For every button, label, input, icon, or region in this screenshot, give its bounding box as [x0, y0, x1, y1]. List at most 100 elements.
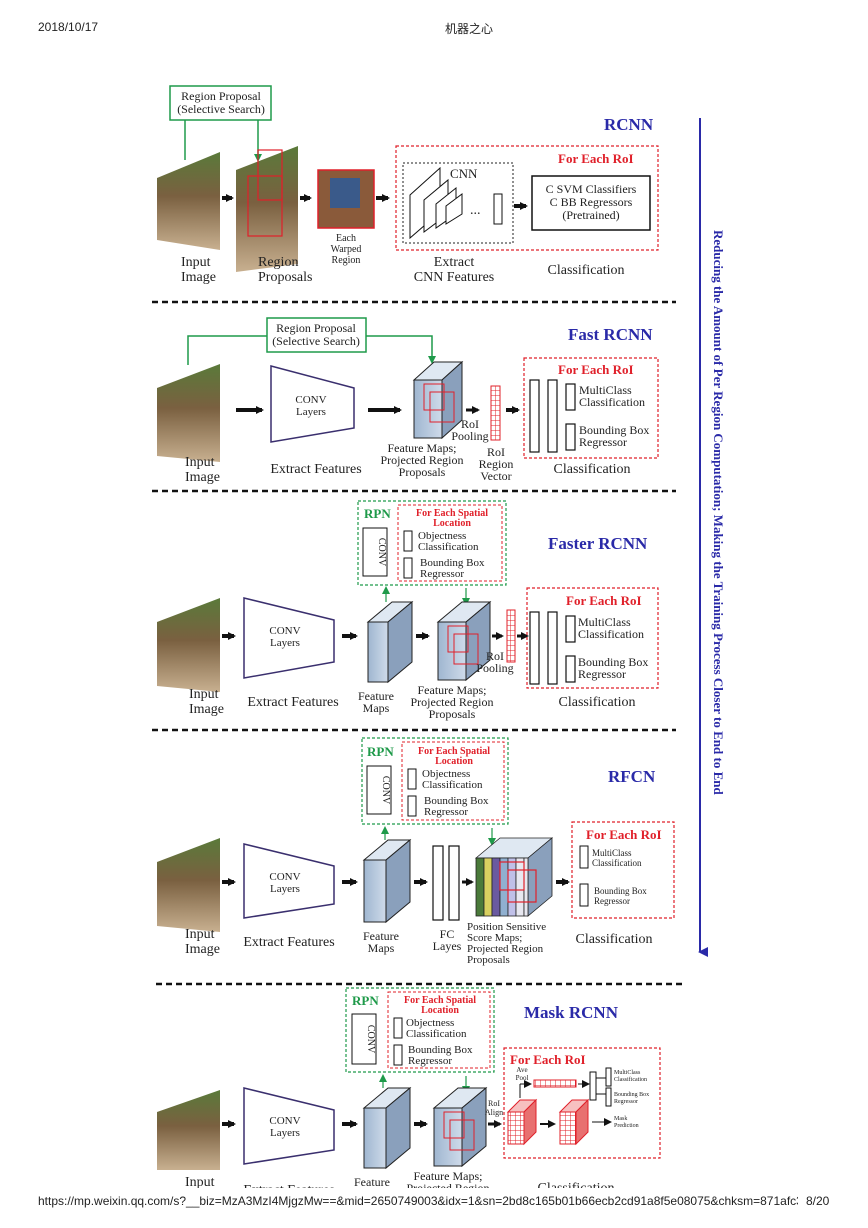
- section-rfcn: RFCN RPN CONV For Each Spatial Location …: [157, 737, 675, 966]
- mask-rcnn-bb2-label-2: Regressor: [614, 1099, 638, 1105]
- rcnn-warped-label-2: Warped: [331, 244, 362, 255]
- faster-rcnn-fc-layers: [529, 611, 576, 685]
- mask-rcnn-for-each-roi-box: [503, 1047, 661, 1159]
- fast-rcnn-input-image: [157, 364, 220, 462]
- fast-rcnn-roi-vector: [490, 385, 501, 441]
- faster-rcnn-obj-label-2: Classification: [418, 541, 479, 553]
- rfcn-for-each-roi-box: [571, 821, 675, 919]
- section-rcnn: RCNN Region Proposal (Selective Search) …: [157, 85, 659, 285]
- fast-rcnn-mc-label-1: MultiClass: [579, 383, 632, 397]
- fast-rcnn-conv-label-1: CONV: [295, 394, 326, 406]
- rcnn-warped-label-3: Region: [332, 255, 361, 266]
- fast-rcnn-for-each-roi-label: For Each RoI: [558, 362, 634, 377]
- mask-rcnn-obj-label-2: Classification: [406, 1028, 467, 1040]
- rfcn-extract-label: Extract Features: [243, 935, 334, 950]
- rfcn-spatial-box: [401, 741, 505, 821]
- faster-rcnn-pool-label-2: Pooling: [476, 661, 513, 675]
- faster-rcnn-feat-label-2: Maps: [363, 701, 390, 715]
- faster-rcnn-spatial-box: [397, 504, 503, 582]
- faster-rcnn-fm-label-2: Projected Region: [411, 695, 494, 709]
- rcnn-for-each-roi-box: [395, 145, 659, 251]
- rfcn-bb2-label-2: Regressor: [594, 896, 630, 906]
- rfcn-feat-label-2: Maps: [368, 941, 395, 955]
- mask-rcnn-projected-maps: [432, 1086, 488, 1168]
- rfcn-rpn-label: RPN: [367, 744, 394, 759]
- rfcn-mc-label-2: Classification: [592, 858, 642, 868]
- faster-rcnn-obj-label-1: Objectness: [418, 530, 466, 542]
- mask-rcnn-bb-label-1: Bounding Box: [408, 1044, 473, 1056]
- faster-rcnn-feature-maps-block: [366, 600, 414, 684]
- header-site-name: 机器之心: [445, 22, 494, 36]
- rcnn-input-image: [157, 152, 220, 250]
- fast-rcnn-conv-label-2: Layers: [296, 406, 326, 418]
- faster-rcnn-mc-label-1: MultiClass: [578, 615, 631, 629]
- fast-rcnn-fc-layers: [529, 379, 576, 453]
- mask-rcnn-avg-label-2: Pool: [516, 1074, 529, 1082]
- faster-rcnn-rpn-conv-label: CONV: [376, 538, 387, 567]
- rcnn-input-label-2: Image: [181, 270, 216, 285]
- faster-rcnn-feat-label-1: Feature: [358, 689, 394, 703]
- rfcn-input-label-2: Image: [185, 942, 220, 957]
- rfcn-title: RFCN: [608, 767, 656, 786]
- rcnn-title: RCNN: [604, 115, 654, 134]
- mask-rcnn-rpn-box: [345, 987, 495, 1073]
- mask-rcnn-roi-cube: [506, 1098, 538, 1146]
- faster-rcnn-roi-vector: [506, 609, 516, 663]
- rcnn-input-label-1: Input: [181, 255, 211, 270]
- section-mask-rcnn: Mask RCNN RPN CONV For Each Spatial Loca…: [157, 987, 661, 1198]
- side-arrow: Reducing the Amount of Per Region Comput…: [698, 118, 726, 957]
- mask-rcnn-mask-label-1: Mask: [614, 1116, 627, 1122]
- rcnn-cls-line-3: (Pretrained): [562, 208, 619, 222]
- rcnn-extract-label-1: Extract: [434, 255, 475, 270]
- mask-rcnn-mc-label-2: Classification: [614, 1076, 647, 1083]
- mask-rcnn-avg-vector: [533, 1079, 577, 1088]
- rfcn-obj-label-1: Objectness: [422, 768, 470, 780]
- faster-rcnn-title: Faster RCNN: [548, 534, 648, 553]
- faster-rcnn-conv-layers: [243, 597, 335, 679]
- rfcn-feat-label-1: Feature: [363, 929, 399, 943]
- faster-rcnn-fm-label-3: Proposals: [429, 707, 476, 721]
- rcnn-for-each-roi-label: For Each RoI: [558, 151, 634, 166]
- footer-url: https://mp.weixin.qq.com/s?__biz=MzA3MzI…: [38, 1194, 798, 1208]
- rfcn-input-image: [157, 838, 220, 932]
- rfcn-spatial-label-1: For Each Spatial: [418, 746, 490, 757]
- mask-rcnn-conv-label-2: Layers: [270, 1127, 300, 1139]
- mask-rcnn-rpn-label: RPN: [352, 993, 379, 1008]
- fast-rcnn-input-label-1: Input: [185, 455, 215, 470]
- mask-rcnn-input-image: [157, 1090, 220, 1170]
- fast-rcnn-bb-label-2: Regressor: [579, 435, 627, 449]
- rfcn-conv-layers: [243, 843, 335, 919]
- rfcn-ps-label-2: Score Maps;: [467, 932, 522, 944]
- fast-rcnn-pool-label-2: Pooling: [451, 429, 488, 443]
- fast-rcnn-title: Fast RCNN: [568, 325, 653, 344]
- rcnn-proposals-label-1: Region: [258, 255, 298, 270]
- rcnn-cls-line-1: C SVM Classifiers: [546, 182, 637, 196]
- rfcn-conv-label-2: Layers: [270, 883, 300, 895]
- faster-rcnn-input-image: [157, 598, 220, 692]
- mask-rcnn-spatial-box: [387, 991, 491, 1069]
- mask-rcnn-input-label-1: Input: [185, 1175, 215, 1190]
- mask-rcnn-title: Mask RCNN: [524, 1003, 619, 1022]
- fast-rcnn-feature-maps: [412, 360, 464, 440]
- mask-rcnn-feat-label-1: Feature: [354, 1175, 390, 1189]
- rfcn-fc-label-1: FC: [440, 927, 455, 941]
- faster-rcnn-rpn-conv: [362, 527, 388, 577]
- fast-rcnn-vec-label-3: Vector: [480, 469, 511, 483]
- rcnn-classifier-box: [531, 175, 651, 231]
- faster-rcnn-input-label-2: Image: [189, 702, 224, 717]
- rcnn-cnn-label: CNN: [450, 166, 478, 181]
- rfcn-ps-label-1: Position Sensitive: [467, 921, 546, 933]
- mask-rcnn-mc-label-1: MultiClass: [614, 1070, 641, 1076]
- rfcn-ps-label-3: Projected Region: [467, 943, 544, 955]
- faster-rcnn-for-each-roi-label: For Each RoI: [566, 593, 642, 608]
- fast-rcnn-vec-label-1: RoI: [487, 445, 505, 459]
- fast-rcnn-fm-label-2: Projected Region: [381, 453, 464, 467]
- rfcn-classification-label: Classification: [576, 932, 653, 947]
- section-fast-rcnn: Fast RCNN Region Proposal (Selective Sea…: [157, 317, 659, 485]
- fast-rcnn-fm-label-3: Proposals: [399, 465, 446, 479]
- mask-rcnn-for-each-roi-label: For Each RoI: [510, 1052, 586, 1067]
- rcnn-proposals-label-2: Proposals: [258, 270, 312, 285]
- rcnn-extract-label-2: CNN Features: [414, 270, 495, 285]
- rfcn-conv-label-1: CONV: [269, 871, 300, 883]
- mask-rcnn-mask-label-2: Prediction: [614, 1123, 639, 1129]
